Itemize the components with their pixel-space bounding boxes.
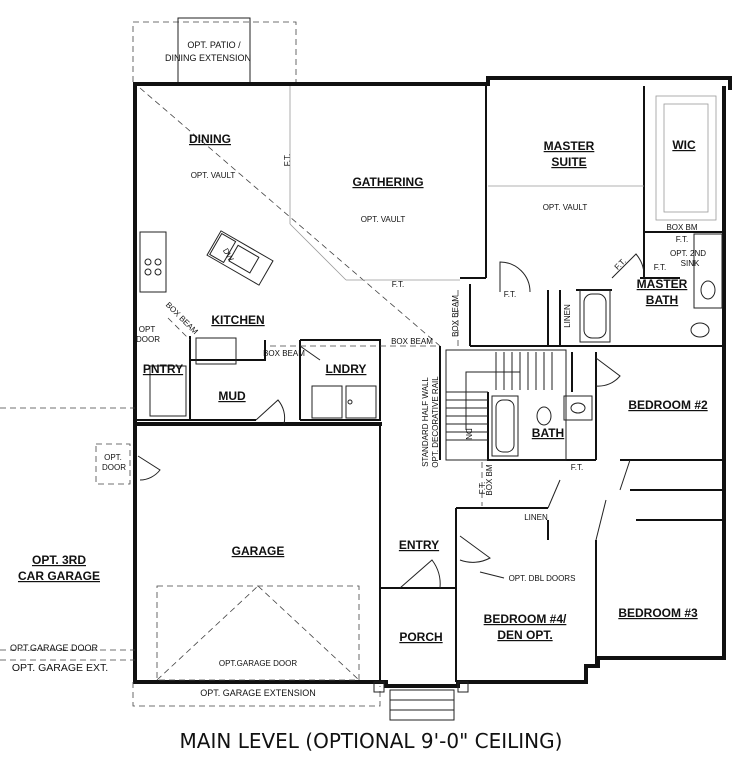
opt-3rd-car-2: CAR GARAGE [18, 569, 100, 583]
room-gathering: GATHERING [352, 175, 423, 189]
room-master-suite-1: MASTER [544, 139, 595, 153]
opt-garage-door-left: OPT.GARAGE DOOR [10, 643, 99, 653]
opt-door-pantry-1: OPT [139, 325, 156, 334]
ft-note-1: F.T. [283, 154, 292, 166]
opt-patio-label-2: DINING EXTENSION [165, 53, 251, 63]
box-bm-hall: BOX BM [485, 464, 494, 495]
room-kitchen: KITCHEN [211, 313, 264, 327]
garage-doors [0, 407, 381, 707]
room-laundry: LNDRY [326, 362, 367, 376]
opt-2nd-sink-2: SINK [681, 259, 700, 268]
plan-title: MAIN LEVEL (OPTIONAL 9'-0" CEILING) [180, 729, 563, 753]
room-bath: BATH [532, 426, 564, 440]
room-bedroom-4-2: DEN OPT. [497, 628, 552, 642]
half-wall-note-1: STANDARD HALF WALL [421, 377, 430, 467]
room-bedroom-3: BEDROOM #3 [618, 606, 698, 620]
ceiling-lines [139, 86, 717, 506]
half-wall-note-2: OPT. DECORATIVE RAIL [431, 376, 440, 468]
ft-note-7: F.T. [478, 482, 487, 494]
laundry-fixtures [311, 385, 377, 419]
linen-2: LINEN [524, 513, 548, 522]
room-wic: WIC [672, 138, 696, 152]
porch-steps [373, 681, 469, 721]
opt-patio-label-1: OPT. PATIO / [187, 40, 241, 50]
opt-door-pantry-2: DOOR [136, 335, 160, 344]
opt-dbl-doors: OPT. DBL DOORS [509, 574, 576, 583]
room-master-bath-1: MASTER [637, 277, 688, 291]
opt-vault-dining: OPT. VAULT [191, 171, 236, 180]
opt-door-garage-2: DOOR [102, 463, 126, 472]
room-labels: DINING GATHERING MASTER SUITE WIC MASTER… [143, 132, 708, 644]
ft-note-3: F.T. [504, 290, 516, 299]
opt-vault-gathering: OPT. VAULT [361, 215, 406, 224]
bath-fixtures [491, 233, 723, 457]
opt-patio-outline [132, 17, 297, 82]
opt-garage-extension: OPT. GARAGE EXTENSION [200, 688, 316, 698]
opt-door-garage-1: OPT. [104, 453, 122, 462]
opt-3rd-car-1: OPT. 3RD [32, 553, 86, 567]
room-mud: MUD [218, 389, 246, 403]
room-master-bath-2: BATH [646, 293, 678, 307]
dishwasher-label: DW [221, 247, 236, 263]
ft-note-8: F.T. [654, 263, 666, 272]
room-bedroom-2: BEDROOM #2 [628, 398, 708, 412]
room-pantry: PNTRY [143, 362, 183, 376]
ft-note-5: F.T. [676, 235, 688, 244]
linen-1: LINEN [563, 304, 572, 328]
ft-note-4: F.T. [613, 257, 628, 272]
opt-garage-ext-left: OPT. GARAGE EXT. [12, 662, 108, 674]
kitchen-fixtures [139, 230, 274, 417]
opt-vault-master: OPT. VAULT [543, 203, 588, 212]
plan-notes: OPT. PATIO / DINING EXTENSION OPT. VAULT… [10, 40, 706, 698]
box-beam-1: BOX BEAM [164, 300, 200, 336]
box-bm-wic: BOX BM [666, 223, 697, 232]
doors [137, 253, 645, 589]
room-bedroom-4-1: BEDROOM #4/ [484, 612, 567, 626]
interior-walls [135, 86, 724, 682]
room-porch: PORCH [399, 630, 442, 644]
ft-note-6: F.T. [571, 463, 583, 472]
room-entry: ENTRY [399, 538, 439, 552]
stair-down: DN [464, 428, 473, 440]
room-master-suite-2: SUITE [551, 155, 586, 169]
box-beam-3: BOX BEAM [391, 337, 433, 346]
ft-note-2: F.T. [392, 280, 404, 289]
box-beam-4: BOX BEAM [451, 295, 460, 337]
dbl-doors-leader [479, 571, 505, 579]
opt-garage-door-bottom: OPT.GARAGE DOOR [219, 659, 297, 668]
opt-2nd-sink-1: OPT. 2ND [670, 249, 706, 258]
room-garage: GARAGE [232, 544, 285, 558]
stairs [445, 349, 567, 461]
room-dining: DINING [189, 132, 231, 146]
box-beam-2: BOX BEAM [263, 349, 305, 358]
